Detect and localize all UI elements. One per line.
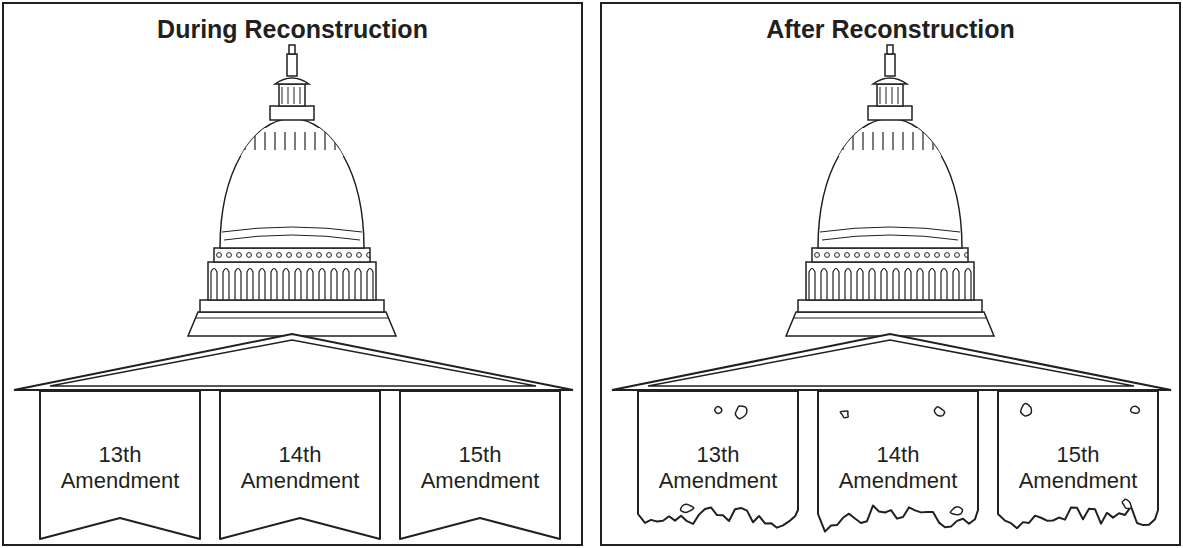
banner-shape: [818, 391, 978, 532]
amendment-banner: 14th Amendment: [817, 390, 979, 540]
banner-shape: [400, 391, 560, 539]
panel-box: During Reconstruction 13th Amendment 14th …: [2, 2, 583, 546]
banner-hole: [950, 507, 962, 515]
amendment-banner: 13th Amendment: [39, 390, 201, 540]
banner-hole: [1122, 499, 1131, 508]
panel-title: After Reconstruction: [602, 14, 1179, 44]
banner-shape: [998, 391, 1158, 528]
amendment-banner: 15th Amendment: [399, 390, 561, 540]
amendment-label: 13th Amendment: [39, 442, 201, 494]
panel-box: After Reconstruction 13th Amendment 14th A…: [600, 2, 1181, 546]
banner-shape: [638, 391, 798, 528]
banner-hole: [735, 406, 747, 419]
banner-hole: [1021, 403, 1032, 416]
amendment-label: 13th Amendment: [637, 442, 799, 494]
capitol-building: [612, 45, 1171, 390]
banner-hole: [934, 407, 944, 416]
banner-hole: [681, 504, 694, 512]
amendment-banner: 13th Amendment: [637, 390, 799, 540]
amendment-label: 14th Amendment: [219, 442, 381, 494]
banner-hole: [715, 406, 722, 413]
amendment-label: 15th Amendment: [399, 442, 561, 494]
banner-hole: [840, 411, 848, 418]
amendment-label: 14th Amendment: [817, 442, 979, 494]
banner-shape: [40, 391, 200, 539]
amendment-label: 15th Amendment: [997, 442, 1159, 494]
capitol-building: [14, 45, 573, 390]
amendment-banner: 15th Amendment: [997, 390, 1159, 540]
panel-title: During Reconstruction: [4, 14, 581, 44]
amendment-banner: 14th Amendment: [219, 390, 381, 540]
banner-hole: [1131, 406, 1140, 413]
banner-shape: [220, 391, 380, 539]
